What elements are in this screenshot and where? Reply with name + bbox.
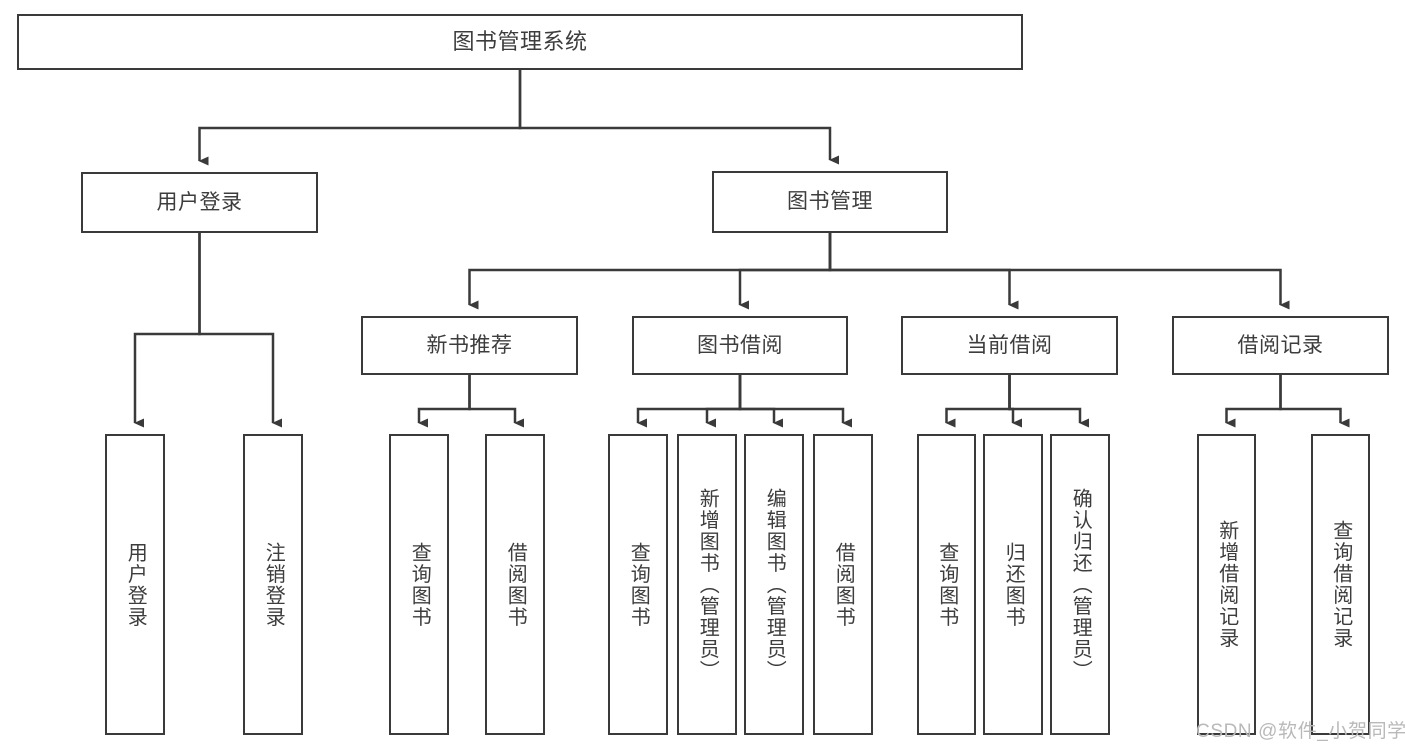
node-label: 新增图书（管理员）	[696, 487, 719, 682]
node-label: 借阅记录	[1237, 333, 1324, 357]
node-label: 查询借阅记录	[1329, 520, 1352, 649]
node-label: 图书借阅	[697, 333, 783, 357]
node-l1_0[interactable]: 用户登录	[81, 172, 318, 233]
node-leaf_login_0[interactable]: 用户登录	[105, 434, 165, 735]
node-leaf_borrow_2[interactable]: 编辑图书（管理员）	[744, 434, 804, 735]
watermark-text: CSDN @软件_小贺同学	[1196, 721, 1405, 742]
edge-group	[133, 70, 1350, 428]
edge-l2_3-to-leaf_record_0	[1225, 375, 1282, 428]
node-l1_1[interactable]: 图书管理	[712, 171, 948, 233]
node-label: 用户登录	[124, 541, 147, 628]
edge-l1_1-to-l2_3	[828, 233, 1290, 310]
node-l2_3[interactable]: 借阅记录	[1172, 316, 1389, 375]
edge-l2_2-to-leaf_current_2	[1008, 375, 1089, 428]
node-label: 新增借阅记录	[1215, 520, 1238, 649]
node-label: 当前借阅	[966, 333, 1053, 357]
node-label: 图书管理系统	[452, 28, 588, 54]
node-label: 确认归还（管理员）	[1069, 487, 1092, 682]
node-l2_1[interactable]: 图书借阅	[632, 316, 848, 375]
node-leaf_new_0[interactable]: 查询图书	[389, 434, 449, 735]
node-label: 查询图书	[627, 541, 650, 628]
edge-l2_1-to-leaf_borrow_1	[705, 375, 742, 428]
node-label: 新书推荐	[426, 333, 513, 357]
node-label: 用户登录	[156, 190, 243, 214]
node-label: 借阅图书	[832, 541, 855, 628]
node-leaf_current_2[interactable]: 确认归还（管理员）	[1050, 434, 1110, 735]
edge-l1_0-to-leaf_login_0	[133, 233, 201, 428]
node-label: 查询图书	[935, 541, 958, 628]
node-label: 编辑图书（管理员）	[763, 487, 786, 682]
node-leaf_borrow_3[interactable]: 借阅图书	[813, 434, 873, 735]
node-label: 注销登录	[262, 541, 285, 628]
node-label: 图书管理	[787, 190, 873, 214]
node-leaf_record_1[interactable]: 查询借阅记录	[1311, 434, 1370, 735]
edge-l2_0-to-leaf_new_0	[417, 375, 471, 428]
node-leaf_new_1[interactable]: 借阅图书	[485, 434, 545, 735]
edge-l2_1-to-leaf_borrow_0	[636, 375, 742, 428]
node-l2_2[interactable]: 当前借阅	[901, 316, 1118, 375]
node-l2_0[interactable]: 新书推荐	[361, 316, 578, 375]
node-leaf_record_0[interactable]: 新增借阅记录	[1197, 434, 1256, 735]
node-label: 借阅图书	[504, 541, 527, 628]
edge-l1_0-to-leaf_login_1	[198, 233, 282, 428]
node-label: 归还图书	[1002, 541, 1025, 628]
edge-l1_1-to-l2_1	[738, 233, 832, 310]
edge-l2_0-to-leaf_new_1	[468, 375, 524, 428]
node-label: 查询图书	[408, 541, 431, 628]
edge-l2_1-to-leaf_borrow_2	[738, 375, 783, 428]
edge-root-to-l1_1	[518, 70, 839, 165]
edge-l2_1-to-leaf_borrow_3	[738, 375, 852, 428]
node-leaf_login_1[interactable]: 注销登录	[243, 434, 303, 735]
node-leaf_borrow_0[interactable]: 查询图书	[608, 434, 668, 735]
edge-l2_3-to-leaf_record_1	[1279, 375, 1350, 428]
node-root[interactable]: 图书管理系统	[17, 14, 1023, 70]
edge-root-to-l1_0	[198, 70, 522, 166]
node-leaf_current_1[interactable]: 归还图书	[983, 434, 1043, 735]
edge-l2_2-to-leaf_current_0	[945, 375, 1011, 428]
node-leaf_borrow_1[interactable]: 新增图书（管理员）	[677, 434, 737, 735]
node-leaf_current_0[interactable]: 查询图书	[917, 434, 976, 735]
